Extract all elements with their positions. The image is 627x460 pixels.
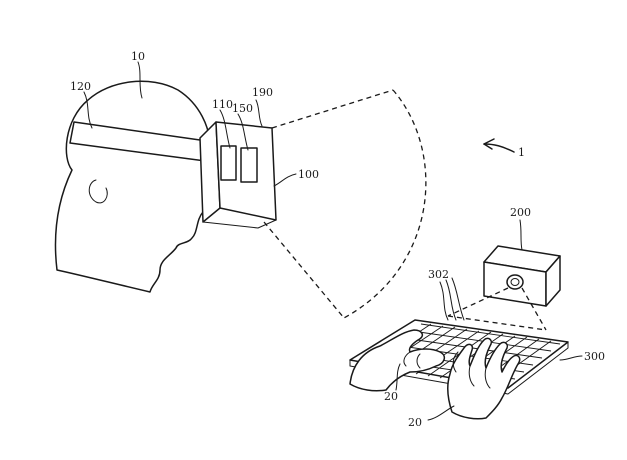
label-housing: 190 (252, 86, 273, 99)
right-hand (447, 337, 521, 420)
label-tracking-region: 302 (428, 268, 449, 281)
left-hand (349, 329, 446, 392)
label-hmd: 100 (298, 168, 319, 181)
label-lens-unit: 110 (212, 98, 233, 111)
label-strap: 120 (70, 80, 91, 93)
user-head (54, 80, 216, 293)
label-display: 150 (232, 102, 253, 115)
field-of-view (263, 89, 427, 319)
leader-lines (83, 61, 583, 421)
label-system: 1 (518, 146, 525, 159)
tracker-device (483, 245, 561, 307)
label-hand-right: 20 (408, 416, 422, 429)
reference-numerals: 10 120 110 150 190 100 1 200 302 300 20 … (70, 50, 605, 429)
label-tracker: 200 (510, 206, 531, 219)
hmd-device (199, 121, 277, 229)
tracking-cone (447, 287, 547, 331)
label-keyboard: 300 (584, 350, 605, 363)
label-hand-left: 20 (384, 390, 398, 403)
label-user: 10 (131, 50, 145, 63)
